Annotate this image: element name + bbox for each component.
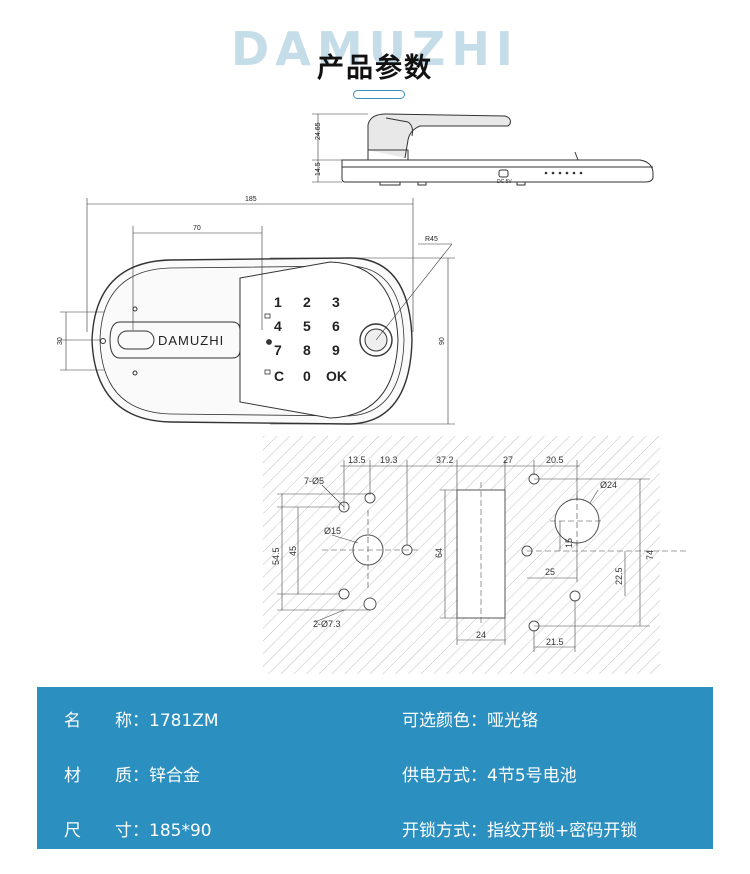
dim-54-5: 54.5 [271,547,281,565]
dim-185: 185 [245,196,257,203]
spec-material-key-1: 材 [64,766,81,786]
spec-power-value: ：4节5号电池 [470,766,577,786]
dim-90: 90 [439,337,446,345]
spec-color: 可选颜色：哑光铬 [402,706,538,731]
key-ok: OK [326,368,347,384]
cutout-geometry [338,473,600,632]
dim-74: 74 [645,550,655,560]
dim-d24: Ø24 [600,480,617,490]
dim-15: 15 [564,538,574,548]
brand-watermark: DAMUZHI [231,22,519,76]
spec-material-value: ：锌合金 [132,766,200,786]
spec-unlock-key: 开锁方式 [402,821,470,841]
port-label: DC 5V [497,179,512,185]
side-dim-base: 14.5 [315,162,322,176]
keypad-status-icons [264,313,272,375]
dim-d15: Ø15 [324,526,341,536]
lock-brand: DAMUZHI [158,333,224,348]
spec-size-key-1: 尺 [64,821,81,841]
page-title: 产品参数 [317,53,433,84]
spec-size-key-2: 寸 [115,821,132,841]
dim-27: 27 [503,455,513,465]
technical-drawing: 24.65 14.5 DC 5V 185 70 R [57,113,686,674]
dim-37-2: 37.2 [436,455,454,465]
page-header: DAMUZHI 产品参数 [0,0,750,105]
spec-name-key-1: 名 [64,711,81,731]
unlock-icon [264,313,271,319]
dim-45: 45 [288,546,298,556]
dim-2-d7-3: 2-Ø7.3 [313,619,341,629]
dim-70: 70 [193,225,201,232]
spec-material-key-2: 质 [115,766,132,786]
key-0: 0 [303,368,311,384]
key-1: 1 [274,294,282,310]
lock-icon [264,369,271,375]
gear-icon [266,339,272,345]
key-6: 6 [332,318,340,334]
spec-power-key: 供电方式 [402,766,470,786]
key-5: 5 [303,318,311,334]
dim-22-5: 22.5 [614,567,624,585]
key-8: 8 [303,342,311,358]
spec-power: 供电方式：4节5号电池 [402,761,577,786]
dim-30: 30 [57,337,64,345]
spec-name: 名 称：1781ZM [64,706,219,731]
key-7: 7 [274,342,282,358]
dim-7-d5: 7-Ø5 [304,476,324,486]
spec-size-value: ：185*90 [132,821,212,841]
spec-size: 尺 寸：185*90 [64,816,212,841]
key-3: 3 [332,294,340,310]
cutout-dim-labels: 13.5 19.3 37.2 27 20.5 7-Ø5 Ø24 Ø15 54.5… [271,455,655,647]
spec-unlock-value: ：指纹开锁+密码开锁 [470,821,638,841]
dim-21-5: 21.5 [546,637,564,647]
key-2: 2 [303,294,311,310]
spec-name-key-2: 称 [115,711,132,731]
dim-25: 25 [545,567,555,577]
dim-24: 24 [476,630,486,640]
dim-64: 64 [434,548,444,558]
key-c: C [274,368,284,384]
spec-color-key: 可选颜色 [402,711,470,731]
dim-20-5: 20.5 [546,455,564,465]
key-4: 4 [274,318,282,334]
spec-table: 名 称：1781ZM 可选颜色：哑光铬 材 质：锌合金 供电方式：4节5号电池 尺 寸… [37,687,713,849]
spec-color-value: ：哑光铬 [470,711,538,731]
key-9: 9 [332,342,340,358]
side-view [312,113,654,186]
title-underline [353,90,405,99]
keypad: 1 2 3 4 5 6 7 8 9 C 0 OK [274,294,347,384]
dim-r45: R45 [425,236,438,243]
cutout-dim-lines [277,460,686,652]
spec-material: 材 质：锌合金 [64,761,200,786]
dim-13-5: 13.5 [348,455,366,465]
front-view [60,198,455,425]
spec-unlock: 开锁方式：指纹开锁+密码开锁 [402,816,637,841]
spec-name-value: ：1781ZM [132,711,219,731]
dim-19-3: 19.3 [380,455,398,465]
side-dim-height: 24.65 [315,122,322,140]
